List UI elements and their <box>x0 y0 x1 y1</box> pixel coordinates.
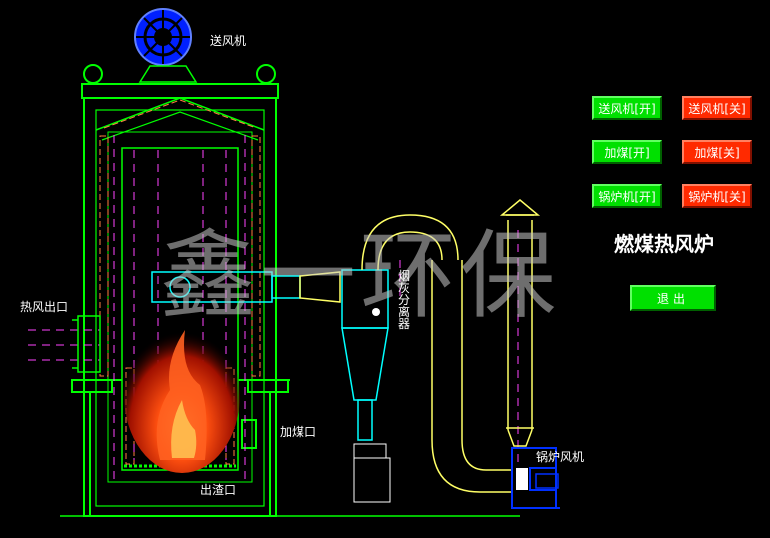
boiler-fan-label: 锅炉风机 <box>536 450 585 464</box>
watermark-text: 鑫一环保 <box>160 220 560 332</box>
hot-air-outlet-label: 热风出口 <box>20 300 69 314</box>
flame-graphic <box>124 317 240 473</box>
exhaust-pipes <box>361 199 541 493</box>
cyclone-separator <box>341 269 391 503</box>
slag-outlet-label: 出渣口 <box>200 483 237 497</box>
supply-fan-on-button[interactable]: 送风机[开] <box>592 96 662 120</box>
exit-button[interactable]: 退出 <box>630 285 716 311</box>
supply-fan-off-button[interactable]: 送风机[关] <box>682 96 752 120</box>
supply-fan-icon <box>134 8 198 83</box>
furnace-body <box>60 64 520 517</box>
coal-feed-off-button[interactable]: 加煤[关] <box>682 140 752 164</box>
flue-duct <box>151 271 341 303</box>
boiler-fan-on-button[interactable]: 锅炉机[开] <box>592 184 662 208</box>
boiler-fan-off-button[interactable]: 锅炉机[关] <box>682 184 752 208</box>
separator-label: 烟灰分离器 <box>398 269 411 331</box>
hot-air-outlet-duct <box>72 315 101 373</box>
coal-feed-on-button[interactable]: 加煤[开] <box>592 140 662 164</box>
supply-fan-label: 送风机 <box>210 34 247 48</box>
page-title: 燃煤热风炉 <box>614 232 714 256</box>
coal-feed-label: 加煤口 <box>280 425 317 439</box>
boiler-fan-icon <box>511 447 560 509</box>
